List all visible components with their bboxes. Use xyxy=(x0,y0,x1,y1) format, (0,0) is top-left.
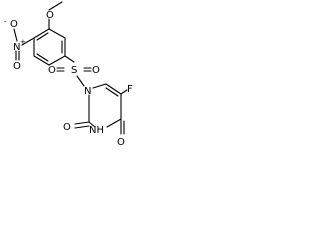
ring-sulfonyl-bond xyxy=(64,55,75,63)
pyrimidine-nh-label: NH xyxy=(89,125,104,136)
sulfonyl-sulfur-label: S xyxy=(71,65,77,76)
methyl-bond xyxy=(48,1,63,11)
benzene-bond-3 xyxy=(48,55,66,66)
benzene-bond-6 xyxy=(33,28,50,39)
c6-c5-bond-a xyxy=(105,83,122,95)
c2-carbonyl-bond-b xyxy=(74,125,90,129)
benzene-double-2 xyxy=(36,53,49,62)
pyrimidine-n1-label: N xyxy=(84,86,91,97)
n3-c2-bond xyxy=(88,121,96,128)
benzene-bond-4 xyxy=(33,55,50,66)
n1-c6-bond xyxy=(92,83,107,89)
c5-fluoro-bond xyxy=(120,89,128,95)
c2-carbonyl-bond-a xyxy=(74,121,90,125)
sulfonyl-n1-bond xyxy=(76,75,85,87)
c6-c5-bond-b xyxy=(105,87,119,97)
chemical-structure-diagram: O O - N + O S O O N F O NH O xyxy=(4,1,133,148)
nitro-nitrogen-charge: + xyxy=(20,38,26,46)
benzene-double-3 xyxy=(36,32,49,41)
nitro-oxygen-minus-charge: - xyxy=(4,18,7,26)
nitro-oxygen-minus-label: O xyxy=(10,19,18,30)
bond-layer xyxy=(13,1,128,135)
atom-label-layer: O O - N + O S O O N F O NH O xyxy=(4,10,133,148)
benzene-bond-1 xyxy=(48,28,66,39)
nitro-o-minus-bond xyxy=(13,28,18,42)
ring-nitro-bond xyxy=(21,37,35,46)
sulfonyl-oxygen-right-label: O xyxy=(92,65,100,76)
carbonyl-o4-label: O xyxy=(117,137,125,148)
c4-n3-bond xyxy=(106,118,122,128)
nitro-oxygen-label: O xyxy=(13,61,21,72)
nitro-nitrogen-label: N xyxy=(13,42,20,53)
sulfonyl-oxygen-left-label: O xyxy=(48,65,56,76)
carbonyl-o2-label: O xyxy=(63,122,71,133)
methoxy-oxygen-label: O xyxy=(46,10,54,21)
fluorine-label: F xyxy=(127,84,133,95)
